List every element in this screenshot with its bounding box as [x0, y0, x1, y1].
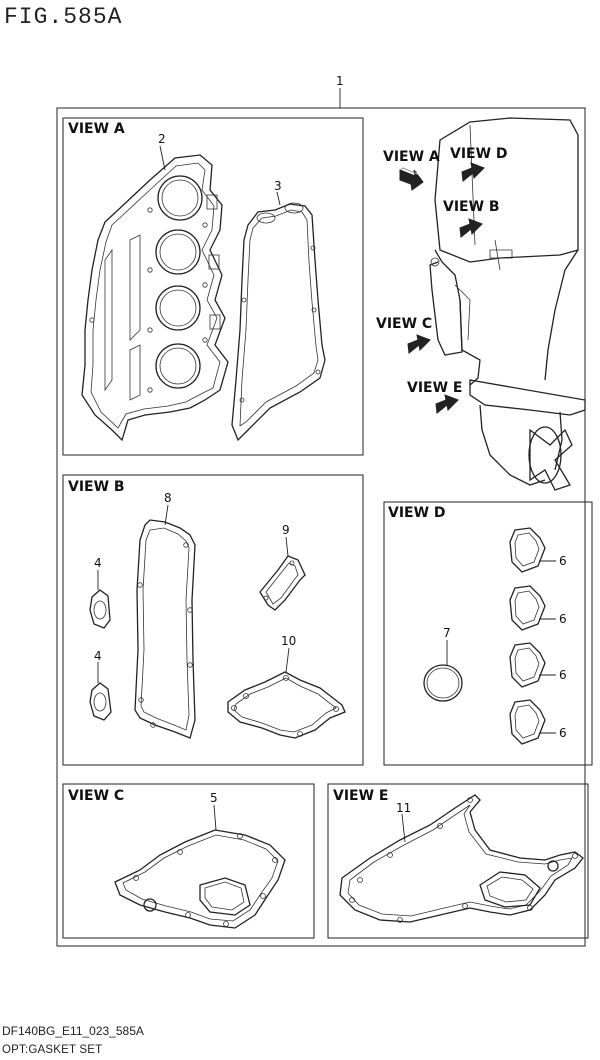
ref-10: 10: [281, 634, 296, 648]
view-d-label: VIEW D: [388, 505, 446, 521]
ref-1: 1: [336, 74, 344, 88]
ref-5: 5: [210, 791, 218, 805]
gasket-part-8: 8: [134, 491, 196, 739]
engine-callout-view-c: VIEW C: [376, 316, 432, 332]
ref-9: 9: [282, 523, 290, 537]
gasket-part-6-a: 6: [509, 527, 567, 573]
gasket-part-10: 10: [227, 634, 346, 739]
figure-caption: OPT:GASKET SET: [2, 1044, 103, 1056]
ref-6-a: 6: [559, 554, 567, 568]
head-gasket-part-2: 2: [81, 132, 229, 442]
gasket-part-11: 11: [339, 794, 584, 923]
gasket-part-6-d: 6: [509, 699, 567, 745]
gasket-part-9: 9: [259, 523, 306, 611]
view-c-label: VIEW C: [68, 788, 124, 804]
ref-7: 7: [443, 626, 451, 640]
view-a-panel: VIEW A 2: [62, 117, 364, 456]
ref-3: 3: [274, 179, 282, 193]
o-ring-part-7: 7: [423, 626, 463, 702]
model-code: DF140BG_E11_023_585A: [2, 1024, 144, 1038]
ref-4-upper: 4: [94, 556, 102, 570]
engine-callout-view-a: VIEW A: [383, 149, 440, 165]
view-e-label: VIEW E: [333, 788, 389, 804]
assembly-frame: [56, 107, 586, 947]
view-c-panel: VIEW C 5: [62, 783, 315, 939]
ref-6-c: 6: [559, 668, 567, 682]
view-d-arrow: [461, 162, 485, 182]
engine-callout-view-e: VIEW E: [407, 380, 463, 396]
engine-callout-view-b: VIEW B: [443, 199, 500, 215]
gasket-part-6-b: 6: [509, 585, 567, 631]
view-d-panel: VIEW D 6 6 6 6 7: [383, 501, 593, 766]
view-a-arrow: [399, 167, 424, 191]
gasket-part-6-c: 6: [509, 642, 567, 688]
view-c-arrow: [407, 334, 431, 354]
gasket-part-4-lower: 4: [89, 649, 112, 721]
engine-callout-view-d: VIEW D: [450, 146, 508, 162]
view-b-panel: VIEW B 8 9 4: [62, 474, 364, 766]
ref-8: 8: [164, 491, 172, 505]
ref-11: 11: [396, 801, 411, 815]
ref-4-lower: 4: [94, 649, 102, 663]
view-e-panel: VIEW E 11: [327, 783, 589, 939]
gasket-part-5: 5: [114, 791, 286, 929]
gasket-part-4-upper: 4: [89, 556, 111, 629]
view-a-label: VIEW A: [68, 121, 125, 137]
ref-2: 2: [158, 132, 166, 146]
gasket-part-3: 3: [231, 179, 326, 442]
view-e-arrow: [435, 394, 459, 414]
view-b-label: VIEW B: [68, 479, 125, 495]
view-b-arrow: [459, 218, 483, 238]
ref-6-d: 6: [559, 726, 567, 740]
figure-title: FIG.585A: [4, 4, 123, 30]
outboard-engine-illustration: [429, 117, 586, 491]
ref-6-b: 6: [559, 612, 567, 626]
